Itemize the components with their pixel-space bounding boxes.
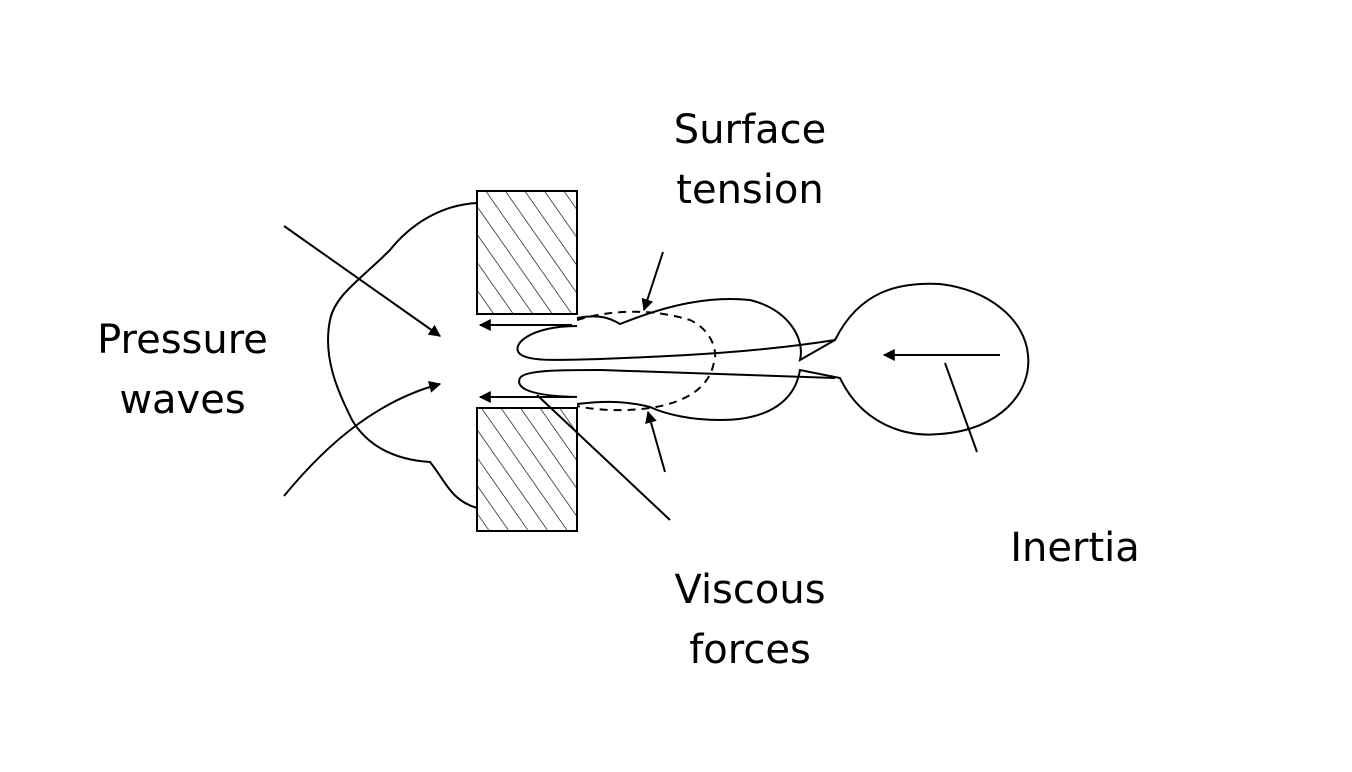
jet-ligament-outline [576, 282, 1030, 436]
viscous-forces-label-line1: Viscous [674, 567, 826, 613]
reservoir-outline [327, 202, 478, 509]
viscous-forces-label-line2: forces [689, 627, 811, 673]
surface-tension-label-line1: Surface [673, 107, 827, 153]
inertia-label: Inertia [990, 518, 1160, 578]
surface-tension-label: Surface tension [660, 100, 840, 220]
nozzle-plate-bottom [476, 407, 578, 532]
inertia-leader-line [944, 362, 978, 453]
surface-tension-arrow-upper [641, 251, 664, 312]
pressure-waves-label-line1: Pressure [97, 317, 268, 363]
inertia-label-line1: Inertia [1010, 525, 1140, 571]
surface-tension-arrow-lower [645, 410, 666, 473]
viscous-forces-leader-line [536, 394, 671, 521]
nozzle-plate-top [476, 190, 578, 315]
pressure-waves-label: Pressure waves [80, 310, 285, 430]
jet-inner-channel [516, 325, 836, 398]
surface-tension-label-line2: tension [676, 167, 824, 213]
viscous-forces-label: Viscous forces [660, 560, 840, 680]
surface-tension-dashed-outline [576, 310, 717, 412]
pressure-wave-arrow-upper [283, 225, 441, 337]
pressure-waves-label-line2: waves [119, 377, 246, 423]
pressure-wave-arrow-lower [283, 380, 442, 497]
